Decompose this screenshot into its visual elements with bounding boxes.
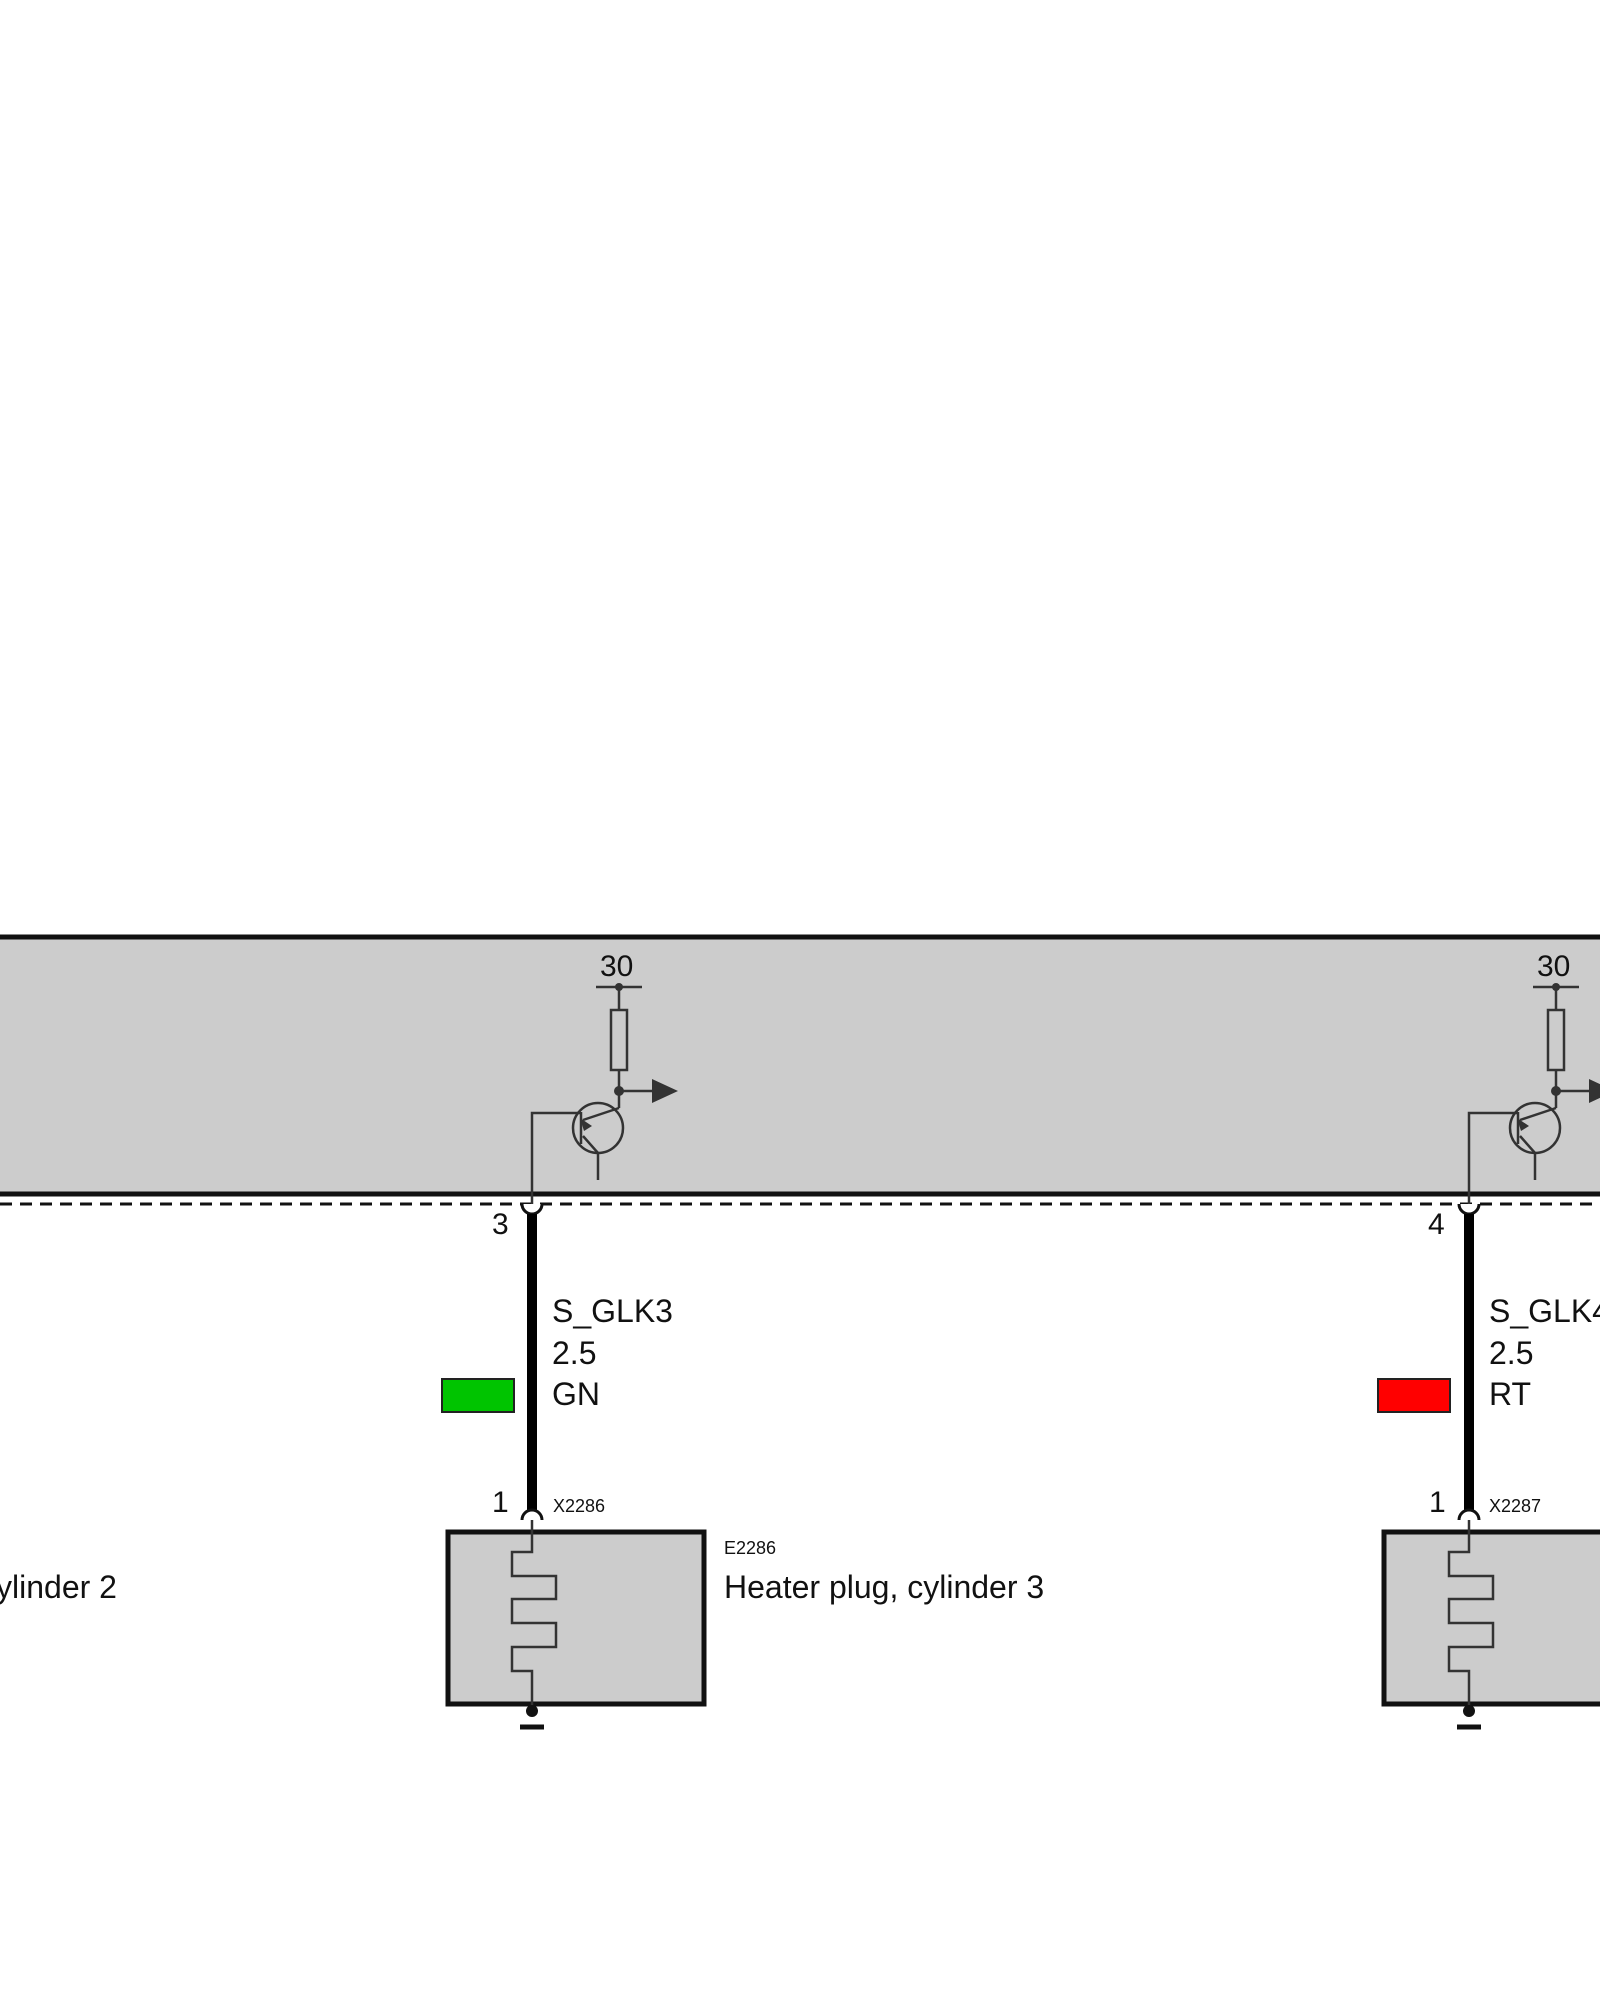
signal-arrow-icon-b [1589,1079,1600,1103]
transistor-collector-a [582,1106,620,1122]
heating-element-icon-b [1447,1520,1495,1710]
connector-id-b: X2287 [1489,1496,1541,1516]
heater-plug-box-b [1381,1529,1600,1707]
ground-node-a [526,1705,538,1717]
emitter-arrow-icon-b [1517,1118,1529,1131]
component-name-a: Heater plug, cylinder 3 [724,1569,1044,1605]
pin-socket-a [520,1203,544,1216]
control-unit [0,934,1600,1206]
pin-socket-b [1457,1203,1481,1216]
ground-node-b [1463,1705,1475,1717]
pin-number-a: 3 [492,1208,509,1241]
connector-socket-b [1457,1508,1481,1521]
signal-arrow-icon-a [652,1079,678,1103]
supply-label-a: 30 [600,950,633,983]
wire-name-b: S_GLK4 [1489,1293,1600,1329]
component-name-previous: ylinder 2 [0,1569,117,1605]
wire-gauge-a: 2.5 [552,1335,596,1371]
wire-color-swatch-b [1377,1378,1451,1413]
heater-plug-box-a [445,1529,707,1707]
supply-label-b: 30 [1537,950,1570,983]
control-unit-body [0,937,1600,1194]
base-feed-a [530,1111,581,1204]
component-id-a: E2286 [724,1538,776,1558]
pin-number-b: 4 [1428,1208,1445,1241]
wire-color-swatch-a [441,1378,515,1413]
wire-name-a: S_GLK3 [552,1293,673,1329]
transistor-emitter-b [1519,1135,1536,1154]
connector-id-a: X2286 [553,1496,605,1516]
wire-gauge-b: 2.5 [1489,1335,1533,1371]
connector-pin-b: 1 [1429,1486,1446,1519]
emitter-arrow-icon-a [580,1118,592,1131]
connector-socket-a [520,1508,544,1521]
channel-a: 30 3 S_GLK3 2.5 GN 1 X2286 [441,950,1044,1730]
transistor-emitter-a [582,1135,599,1154]
heating-element-icon-a [510,1520,558,1710]
channel-b: 30 4 S_GLK4 2.5 RT 1 X2287 [1377,950,1600,1730]
base-feed-b [1467,1111,1518,1204]
wire-color-code-b: RT [1489,1376,1531,1412]
transistor-collector-b [1519,1106,1557,1122]
wire-color-code-a: GN [552,1376,600,1412]
connector-pin-a: 1 [492,1486,509,1519]
